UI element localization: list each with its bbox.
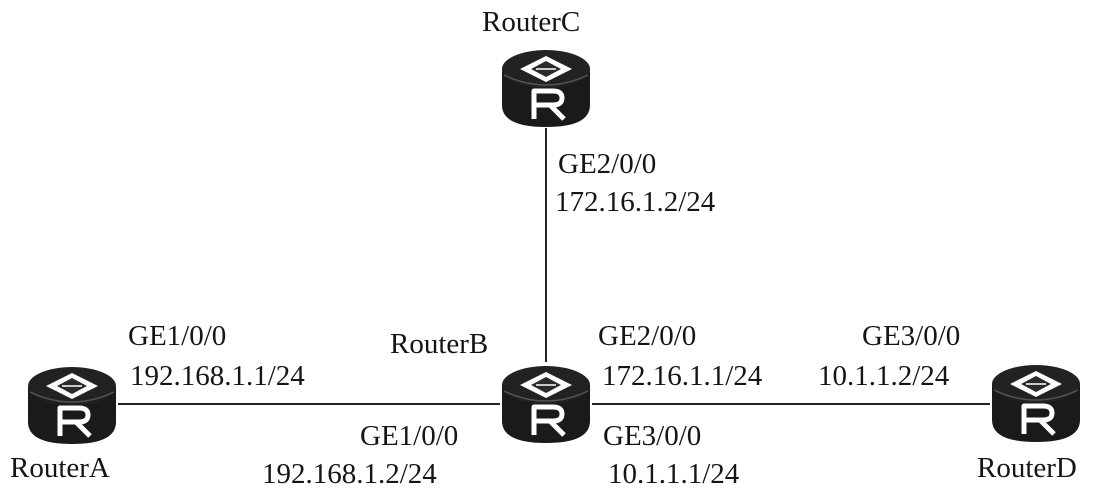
router-icon[interactable]: [24, 362, 120, 448]
router-b-ge3-ip: 10.1.1.1/24: [608, 458, 740, 490]
router-d-label: RouterD: [977, 452, 1077, 484]
router-b-ge1-ip: 192.168.1.2/24: [262, 458, 437, 490]
router-b-ge3-port: GE3/0/0: [603, 420, 702, 452]
router-icon[interactable]: [498, 45, 594, 131]
router-d-ge3-port: GE3/0/0: [862, 320, 961, 352]
router-c-ge2-ip: 172.16.1.2/24: [555, 186, 716, 218]
router-c-label: RouterC: [482, 6, 581, 38]
router-icon[interactable]: [498, 361, 594, 447]
router-b-ge2-port: GE2/0/0: [598, 320, 697, 352]
router-icon[interactable]: [988, 360, 1084, 446]
router-a-label: RouterA: [10, 452, 110, 484]
router-d-ge3-ip: 10.1.1.2/24: [818, 360, 950, 392]
router-a-ge1-port: GE1/0/0: [128, 320, 227, 352]
router-b-ge2-ip: 172.16.1.1/24: [602, 360, 763, 392]
router-b-label: RouterB: [390, 328, 489, 360]
router-b-ge1-port: GE1/0/0: [360, 420, 459, 452]
router-c-ge2-port: GE2/0/0: [558, 148, 657, 180]
router-a-ge1-ip: 192.168.1.1/24: [130, 360, 305, 392]
